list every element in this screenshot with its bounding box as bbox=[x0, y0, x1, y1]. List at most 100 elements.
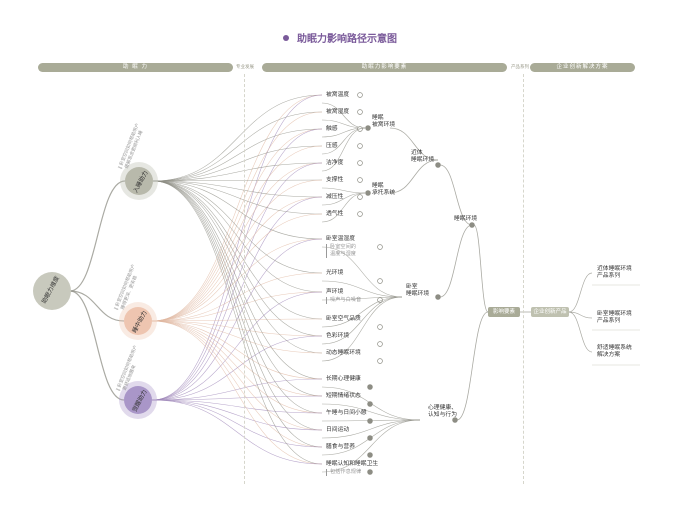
during-sleep-factor-line bbox=[151, 320, 323, 431]
factor-bedroom-temp-humidity: 卧室温湿度 bbox=[326, 236, 355, 242]
during-sleep-factor-line bbox=[151, 238, 323, 322]
wake-factor-line bbox=[151, 399, 323, 448]
sleep-onset-factor-line bbox=[152, 180, 323, 448]
bedding-group-line bbox=[321, 127, 366, 172]
bedroom-factor-node bbox=[377, 324, 383, 330]
bedroom-group-line bbox=[321, 296, 403, 345]
bedroom-factor-node bbox=[377, 244, 383, 250]
during-sleep-factor-line bbox=[151, 320, 323, 380]
during-sleep-factor-line bbox=[151, 145, 323, 322]
bedroom-to-sleep-env-line bbox=[439, 224, 473, 298]
during-sleep-factor-line bbox=[151, 111, 323, 322]
bedroom-group-node bbox=[435, 294, 441, 300]
factor-bedding-temperature: 被窝温度 bbox=[326, 92, 350, 98]
sleep-onset-factor-line bbox=[152, 180, 323, 465]
factor-sleep-hygiene: 睡眠认知和睡眠卫生 bbox=[326, 461, 379, 467]
bedroom-group-line bbox=[321, 296, 403, 362]
wake-factor-line bbox=[151, 399, 323, 414]
bedroom-group-line bbox=[321, 280, 403, 298]
page-title: 助眠力影响路径示意图 bbox=[0, 30, 680, 45]
factors-box: 影响要素 bbox=[488, 307, 520, 317]
factor-breathability: 透气性 bbox=[326, 211, 344, 217]
bedding-factor-node bbox=[357, 160, 363, 166]
group-near-body-environment: 近体 睡眠环境 bbox=[411, 150, 435, 163]
bedding-factor-node bbox=[357, 92, 363, 98]
sleep-env-node bbox=[469, 222, 475, 228]
health-group-line bbox=[321, 419, 421, 439]
solution-bedroom-products: 卧室睡眠环境 产品系列 bbox=[597, 311, 632, 324]
bedroom-group-line bbox=[321, 296, 403, 328]
group-mental-health: 心理健康、 认知与行为 bbox=[428, 405, 457, 418]
sleep-onset-factor-line bbox=[152, 179, 323, 182]
sleep-onset-factor-line bbox=[152, 180, 323, 414]
factor-sound: 声环境 bbox=[326, 289, 344, 295]
factor-dynamic-environment: 动态睡眠环境 bbox=[326, 350, 361, 356]
wake-factor-line bbox=[151, 196, 323, 401]
solution-sleep-system: 舒适睡眠系统 解决方案 bbox=[597, 345, 632, 358]
factor-nap: 午睡与日间小憩 bbox=[326, 410, 367, 416]
column-divider-1 bbox=[244, 74, 245, 484]
factor-pressure: 压感 bbox=[326, 143, 338, 149]
sleep-onset-factor-line bbox=[152, 145, 323, 182]
bedding-factor-node bbox=[357, 109, 363, 115]
factor-bedding-humidity: 被窝湿度 bbox=[326, 109, 350, 115]
sleep-onset-factor-line bbox=[152, 180, 323, 431]
wake-factor-line bbox=[151, 399, 323, 431]
wake-factor-line bbox=[151, 395, 323, 401]
during-sleep-factor-line bbox=[151, 320, 323, 448]
root-to-wake-line bbox=[69, 290, 125, 401]
products-to-system-line bbox=[568, 311, 593, 353]
wake-factor-line bbox=[151, 335, 323, 401]
phase-circle-wake bbox=[124, 386, 152, 414]
title-bullet-icon bbox=[283, 35, 289, 41]
phase-circle-sleep-onset bbox=[125, 167, 153, 195]
health-group-line bbox=[321, 403, 421, 421]
bedroom-group-line bbox=[321, 296, 403, 301]
during-sleep-factor-line bbox=[151, 128, 323, 322]
sleep-onset-factor-line bbox=[152, 94, 323, 182]
sleep-onset-factor-line bbox=[152, 180, 323, 198]
wake-factor-line bbox=[151, 128, 323, 401]
wake-factor-line bbox=[151, 291, 323, 401]
wake-factor-line bbox=[151, 162, 323, 401]
factor-sound-desc: 噪声与白噪音 bbox=[326, 297, 361, 304]
during-sleep-factor-line bbox=[151, 320, 323, 337]
factor-cleanliness: 洁净度 bbox=[326, 160, 344, 166]
products-to-near-body-line bbox=[568, 272, 593, 313]
wake-factor-line bbox=[151, 94, 323, 401]
sleep-onset-factor-line bbox=[152, 180, 323, 337]
during-sleep-factor-line bbox=[151, 320, 323, 414]
factor-light: 光环境 bbox=[326, 270, 344, 276]
column-divider-2 bbox=[523, 74, 524, 484]
group-support-system: 睡眠 承托系统 bbox=[372, 183, 396, 196]
header-bar-left: 助 眠 力 bbox=[38, 63, 233, 72]
factor-touch: 触感 bbox=[326, 126, 338, 132]
support-factor-node bbox=[357, 194, 363, 200]
factor-bedroom-temp-humidity-desc: 卧室空间的 温度与湿度 bbox=[326, 244, 356, 258]
factor-sleep-hygiene-desc: 包括作息规律 bbox=[326, 469, 361, 476]
header-bar-right: 企业创新解决方案 bbox=[530, 63, 635, 72]
bedroom-factor-node bbox=[377, 278, 383, 284]
health-factor-node bbox=[367, 401, 373, 407]
factor-pressure-relief: 减压性 bbox=[326, 194, 344, 200]
support-group-line bbox=[321, 187, 366, 194]
sleep-env-to-factors-line bbox=[473, 224, 489, 313]
root-to-during-sleep-line bbox=[69, 290, 125, 322]
group-bedding-environment: 睡眠 被窝环境 bbox=[372, 115, 396, 128]
factor-short-term-mood: 短期情绪状态 bbox=[326, 393, 361, 399]
bedding-factor-node bbox=[357, 143, 363, 149]
support-group-line bbox=[321, 192, 366, 223]
products-to-bedroom-line bbox=[568, 311, 593, 319]
factor-daytime-exercise: 日间运动 bbox=[326, 427, 350, 433]
solution-near-body-products: 近体睡眠环境 产品系列 bbox=[597, 266, 632, 279]
bedroom-factor-node bbox=[377, 341, 383, 347]
sleep-onset-factor-line bbox=[152, 180, 323, 354]
health-factor-node bbox=[367, 469, 373, 475]
group-bedroom-environment: 卧室 睡眠环境 bbox=[406, 284, 430, 297]
health-to-factors-line bbox=[456, 311, 489, 421]
during-sleep-factor-line bbox=[151, 320, 323, 465]
phase-circle-during-sleep bbox=[124, 307, 152, 335]
bedding-group-node bbox=[365, 125, 371, 131]
during-sleep-factor-line bbox=[151, 179, 323, 322]
